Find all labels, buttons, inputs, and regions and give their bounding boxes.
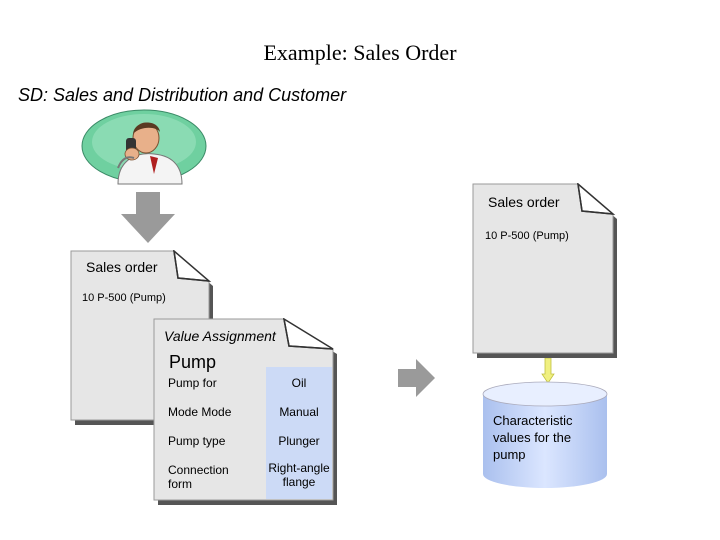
row-value[interactable]: Manual — [279, 405, 319, 419]
row-value[interactable]: Plunger — [278, 434, 320, 448]
right-doc-heading: Sales order — [488, 194, 560, 210]
row-label: Connection form — [168, 463, 229, 491]
row-label: Pump type — [168, 434, 226, 448]
customer-person-icon — [81, 109, 207, 185]
document-icon — [153, 318, 337, 505]
value-assignment-heading: Value Assignment — [164, 328, 276, 344]
right-doc-item: 10 P-500 (Pump) — [485, 230, 569, 242]
row-value[interactable]: Right-angle flange — [268, 461, 330, 489]
page-subtitle: SD: Sales and Distribution and Customer — [18, 85, 347, 105]
database-label: Characteristic values for the pump — [493, 413, 573, 462]
left-doc-item: 10 P-500 (Pump) — [82, 292, 166, 304]
row-label: Pump for — [168, 376, 217, 390]
document-icon — [472, 183, 617, 358]
right-arrow-icon — [398, 359, 435, 397]
database-cylinder-icon — [482, 381, 608, 488]
left-doc-heading: Sales order — [86, 259, 158, 275]
row-label: Mode Mode — [168, 405, 232, 419]
row-value[interactable]: Oil — [291, 376, 307, 390]
page-title: Example: Sales Order — [263, 40, 457, 65]
connector-arrow-icon — [541, 358, 555, 384]
value-assignment-section: Pump — [169, 352, 217, 372]
down-arrow-icon — [121, 192, 175, 243]
